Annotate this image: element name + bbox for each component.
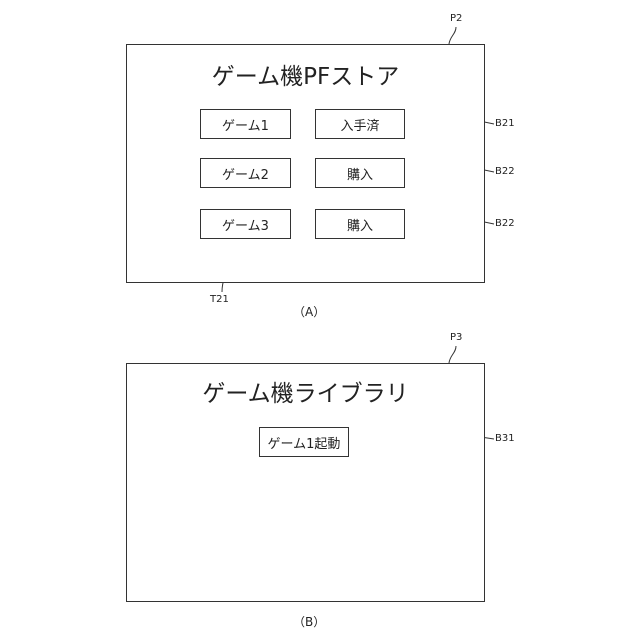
ref-b22-row3: B22 — [495, 218, 515, 229]
game-3-label: ゲーム3 — [200, 209, 291, 239]
ref-b21: B21 — [495, 118, 515, 129]
screen-ref-p2: P2 — [450, 13, 462, 24]
ref-t21: T21 — [210, 294, 229, 305]
acquired-button[interactable]: 入手済 — [315, 109, 405, 139]
screen-ref-p3: P3 — [450, 332, 462, 343]
leader-p2 — [449, 27, 456, 44]
caption-b: （B） — [293, 613, 325, 630]
launch-game-1-button[interactable]: ゲーム1起動 — [259, 427, 349, 457]
game-1-label: ゲーム1 — [200, 109, 291, 139]
store-screen: ゲーム機PFストア — [126, 44, 485, 283]
purchase-button-game-2[interactable]: 購入 — [315, 158, 405, 188]
game-2-label: ゲーム2 — [200, 158, 291, 188]
library-title: ゲーム機ライブラリ — [127, 374, 484, 408]
ref-b31: B31 — [495, 433, 515, 444]
library-screen: ゲーム機ライブラリ — [126, 363, 485, 602]
ref-b22-row2: B22 — [495, 166, 515, 177]
leader-p3 — [449, 346, 456, 363]
caption-a: （A） — [293, 303, 325, 320]
store-title: ゲーム機PFストア — [127, 57, 484, 91]
purchase-button-game-3[interactable]: 購入 — [315, 209, 405, 239]
